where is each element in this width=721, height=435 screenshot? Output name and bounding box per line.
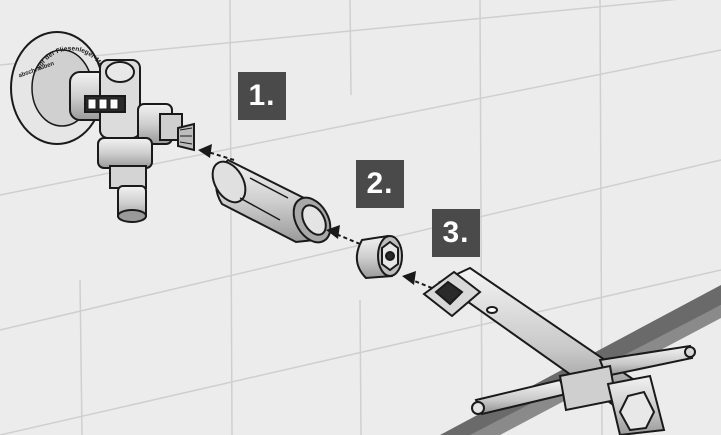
arrow-to-nut <box>402 271 432 288</box>
part-socket-wrench <box>424 268 695 435</box>
step-label-2: 2. <box>356 160 404 208</box>
part-nut <box>357 236 402 278</box>
step-label-3: 3. <box>432 209 480 257</box>
arrow-left-icon <box>402 271 416 285</box>
part-sleeve <box>206 156 338 249</box>
step-label-1: 1. <box>238 72 286 120</box>
arrow-left-icon <box>198 144 212 158</box>
angle-valve <box>70 60 194 222</box>
